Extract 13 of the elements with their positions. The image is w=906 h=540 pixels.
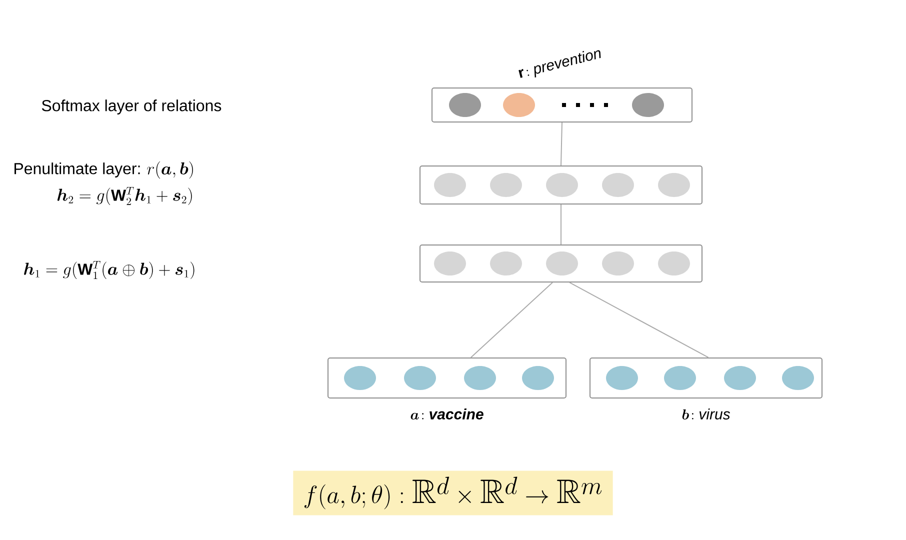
formula-label: $\boldsymbol{h}_2 = g(\mathbf{W}_2^T \boldsymbol{h}_1 + \boldsymbol{s}_2)$ — [57, 187, 192, 206]
formula-label: $\boldsymbol{h}_1 = g(\mathbf{W}_1^T (\boldsymbol{a} \oplus \boldsymbol{b}) + \boldsymbol{s}_1)$ — [24, 261, 194, 280]
layer-caption: $\boldsymbol{a}\!: \boldsymbol{\mathit{vaccine}}$ — [410, 408, 484, 420]
connector-line — [560, 204, 562, 245]
layer-label: Penultimate layer: — [14, 162, 140, 178]
formula-label: $r(\boldsymbol{a}, \boldsymbol{b})$ — [147, 161, 193, 179]
formula-caption: $f(a, b; \theta) : \mathbb{R}^d \times \mathbb{R}^d \to \mathbb{R}^m$ — [293, 470, 613, 516]
connector-line — [560, 122, 562, 166]
connector-line — [470, 282, 554, 358]
layer-caption: $\mathbf{r}\!: \mathit{prevention}$ — [518, 50, 601, 78]
layer-label: Softmax layer of relations — [42, 100, 222, 114]
connector-line — [569, 282, 709, 358]
layer-caption: $\boldsymbol{b}\!: \mathit{virus}$ — [682, 408, 730, 420]
